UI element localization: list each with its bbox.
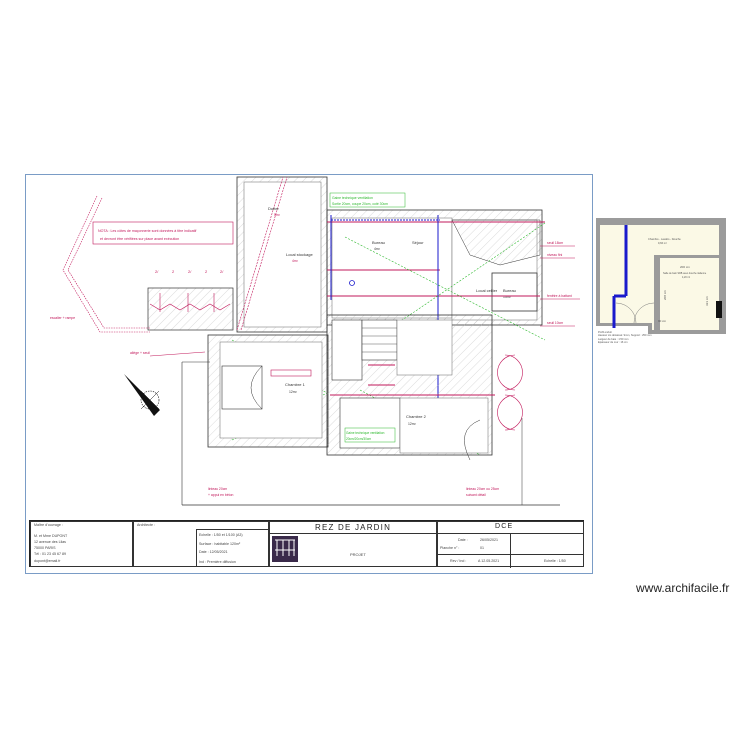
svg-text:Bureau: Bureau — [372, 240, 385, 245]
svg-text:2: 2 — [205, 269, 208, 274]
svg-text:2/: 2/ — [220, 269, 224, 274]
info-cell: Echelle : 1/50 et 1/100 (A3) Surface : h… — [196, 529, 269, 567]
title-cell: REZ DE JARDIN PROJET — [269, 521, 437, 567]
svg-text:12m²: 12m² — [289, 390, 298, 394]
project-label: PROJET — [350, 552, 366, 557]
svg-text:13m²: 13m² — [503, 295, 512, 299]
svg-text:Salle de bain SDB avec douche: Salle de bain SDB avec douche italienne — [663, 272, 707, 275]
svg-text:allège + seuil: allège + seuil — [130, 351, 150, 355]
svg-text:fenêtre à battant: fenêtre à battant — [547, 294, 572, 298]
svg-text:2: 2 — [172, 269, 175, 274]
svg-text:linteau 20cm ou 25cm: linteau 20cm ou 25cm — [466, 487, 499, 491]
sheet-title: REZ DE JARDIN — [315, 523, 392, 532]
svg-text:200 cm: 200 cm — [680, 265, 690, 269]
note-text-1: NOTA : Les côtes de maçonnerie sont donn… — [98, 229, 196, 233]
svg-text:Local cellier: Local cellier — [476, 288, 498, 293]
svg-text:323 cm: 323 cm — [705, 296, 709, 306]
green-note-1: Gaine technique ventilation — [332, 196, 373, 200]
inset-note: Profil enduit Hauteur s/s décaissé: 9mm,… — [598, 331, 652, 345]
svg-text:208 cm: 208 cm — [663, 290, 667, 300]
svg-text:2/: 2/ — [155, 269, 159, 274]
svg-text:seuil 18cm: seuil 18cm — [547, 241, 563, 245]
svg-text:Chambre 1: Chambre 1 — [285, 382, 306, 387]
svg-text:Chambre - Lavabo - Douche: Chambre - Lavabo - Douche — [648, 237, 681, 241]
svg-text:suivant détail: suivant détail — [466, 493, 486, 497]
inset-bathroom-plan: Chambre - Lavabo - Douche 9,66 m² 200 cm… — [596, 218, 726, 334]
svg-text:Gaine technique ventilation: Gaine technique ventilation — [346, 431, 385, 435]
green-note-2: Sortie 20cm, coupe 20cm, coté 30cm — [332, 202, 388, 206]
svg-text:5m²: 5m² — [274, 213, 281, 217]
note-text-2: et devront être vérifiées sur place avan… — [100, 237, 179, 241]
watermark-link[interactable]: www.archifacile.fr — [636, 581, 730, 595]
svg-text:12m²: 12m² — [408, 422, 417, 426]
svg-text:Séjour: Séjour — [412, 240, 424, 245]
svg-text:seuil 10cm: seuil 10cm — [547, 321, 563, 325]
client-cell: Maître d'ouvrage : M. et Mme DUPONT 12 a… — [30, 521, 133, 567]
svg-text:9,66 m²: 9,66 m² — [658, 241, 667, 245]
svg-text:140 cm: 140 cm — [687, 333, 697, 334]
title-block: Maître d'ouvrage : M. et Mme DUPONT 12 a… — [29, 520, 584, 568]
svg-text:Local stockage: Local stockage — [286, 252, 313, 257]
svg-text:escalier + rampe: escalier + rampe — [50, 316, 75, 320]
svg-text:Dufter: Dufter — [268, 206, 280, 211]
svg-text:4m²: 4m² — [292, 259, 299, 263]
svg-text:4m²: 4m² — [374, 247, 381, 251]
svg-text:4,20 m²: 4,20 m² — [682, 276, 690, 279]
north-arrow-icon — [124, 374, 160, 416]
svg-text:Chambre 2: Chambre 2 — [406, 414, 427, 419]
svg-text:+ appui en béton: + appui en béton — [208, 493, 233, 497]
note-box — [92, 221, 234, 245]
svg-text:20cm/20cm/30cm: 20cm/20cm/30cm — [346, 437, 371, 441]
terrace-outline — [62, 195, 150, 333]
svg-text:niveau fini: niveau fini — [547, 253, 563, 257]
svg-text:Bureau: Bureau — [503, 288, 516, 293]
phase-label: DCE — [495, 523, 514, 530]
svg-text:linteau 20cm: linteau 20cm — [208, 487, 227, 491]
logo-icon — [272, 536, 298, 562]
phase-cell: DCE Date : 26/05/2021 Planche n° : 01 Re… — [437, 521, 584, 568]
svg-text:90 cm: 90 cm — [658, 319, 667, 323]
svg-text:2/: 2/ — [188, 269, 192, 274]
